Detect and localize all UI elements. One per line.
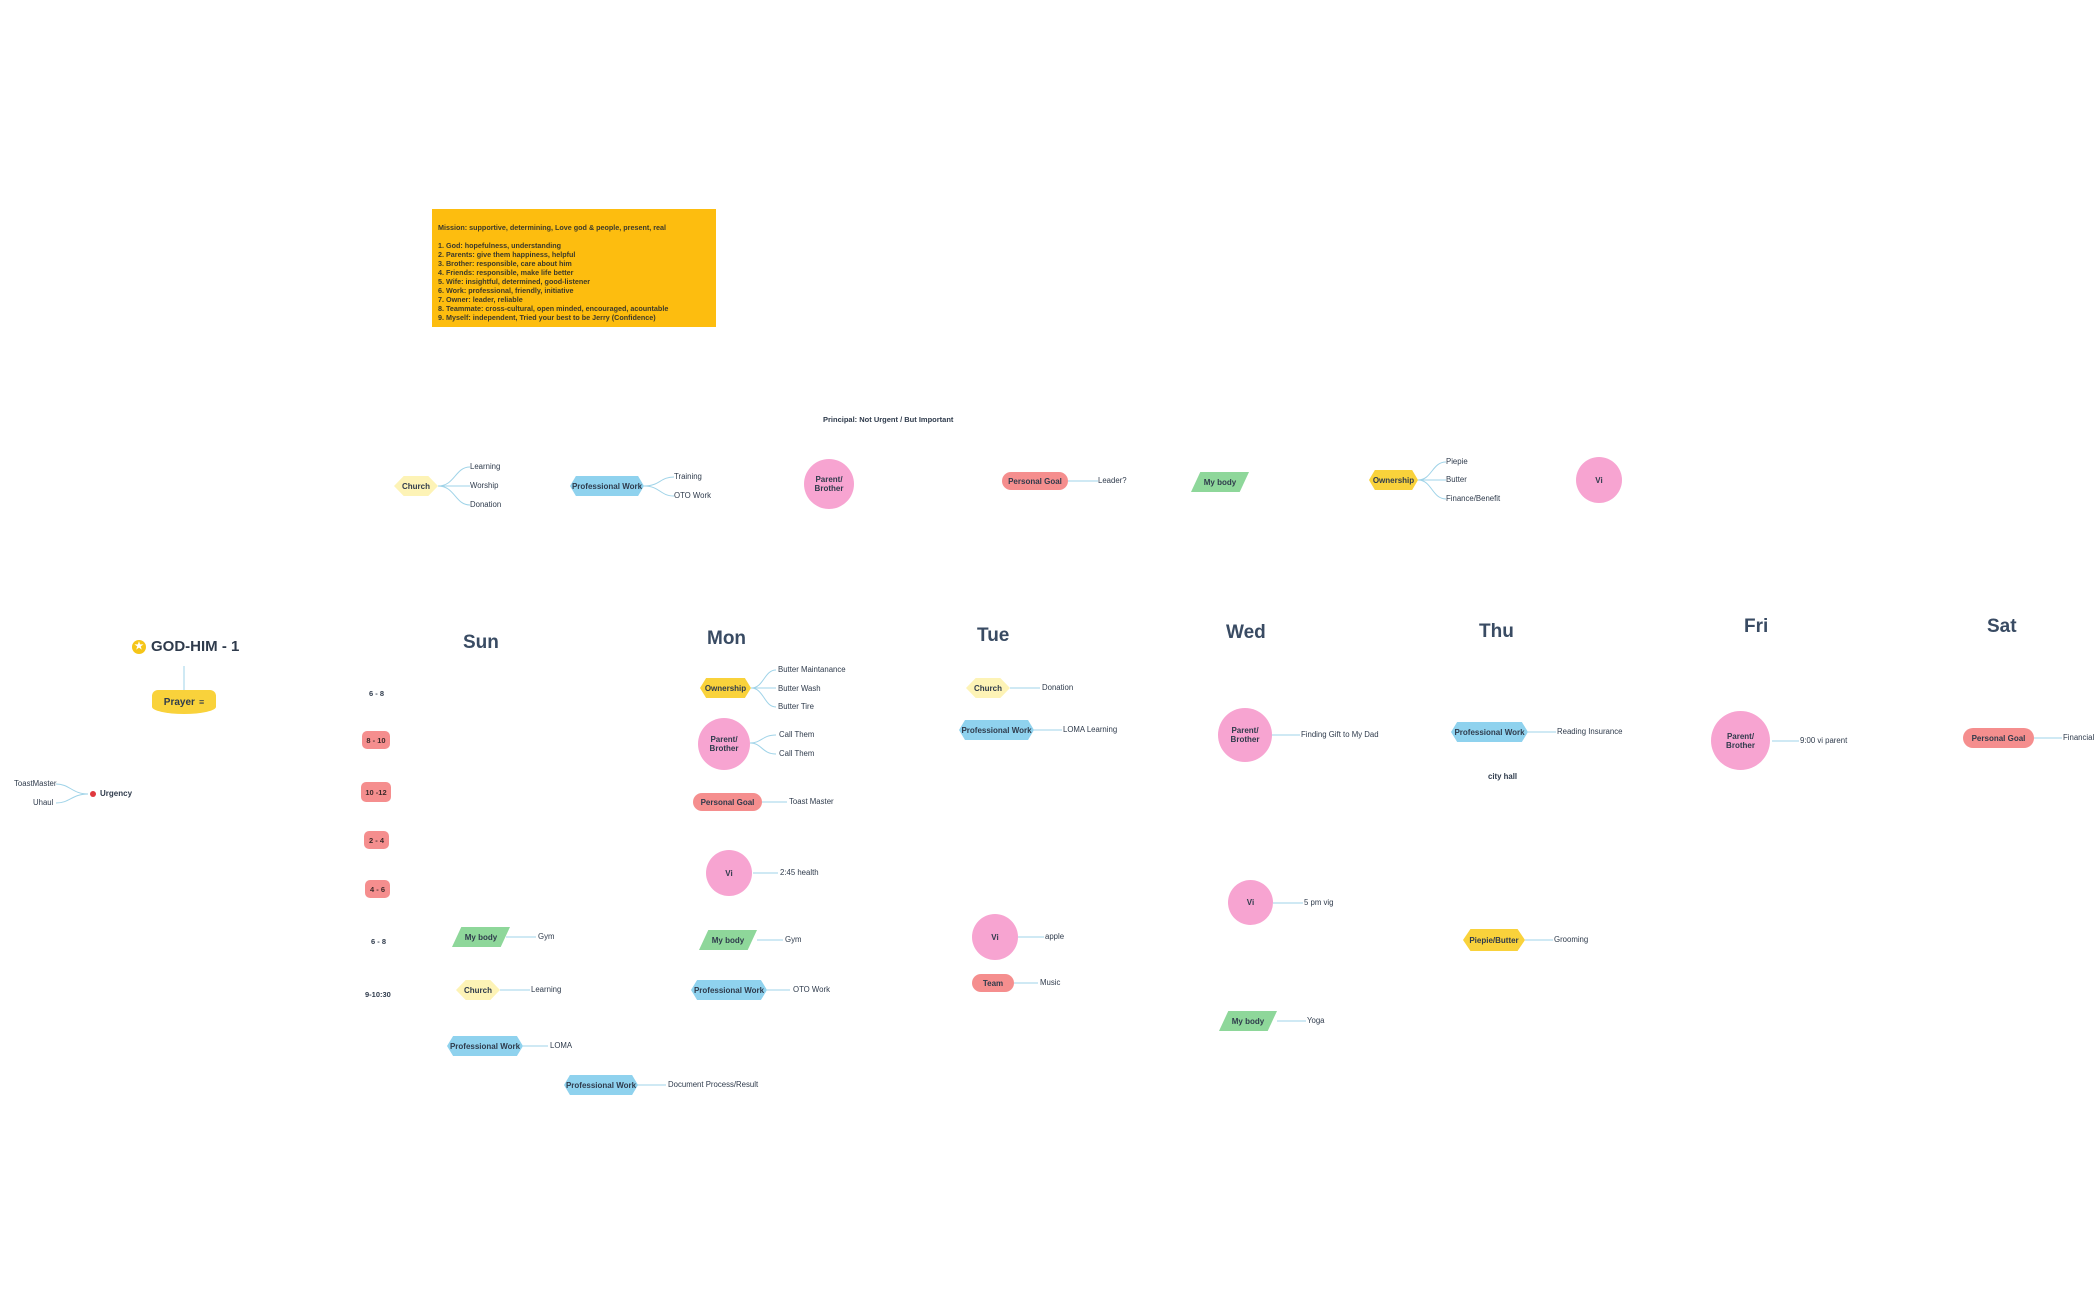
- mon-professional-work-node[interactable]: Professional Work: [691, 980, 767, 1000]
- sun-my-body-node[interactable]: My body: [452, 927, 510, 947]
- mon-vi-node[interactable]: Vi: [706, 850, 752, 896]
- tue-vi-node[interactable]: Vi: [972, 914, 1018, 960]
- sun-church-child[interactable]: Learning: [531, 985, 562, 994]
- day-header-mon[interactable]: Mon: [707, 628, 747, 649]
- principal-church-child[interactable]: Donation: [470, 500, 502, 509]
- notes-icon: ≡: [198, 696, 205, 707]
- mission-sticky-note[interactable]: Mission: supportive, determining, Love g…: [432, 209, 716, 327]
- sat-personal-goal-node[interactable]: Personal Goal: [1963, 728, 2034, 748]
- principal-title[interactable]: Principal: Not Urgent / But Important: [823, 415, 954, 424]
- mon-my-body-child[interactable]: Gym: [785, 935, 802, 944]
- fri-parent-brother-child[interactable]: 9:00 vi parent: [1800, 736, 1848, 745]
- mon-parent-brother-node[interactable]: Parent/ Brother: [698, 718, 750, 770]
- principal-ownership-node[interactable]: Ownership: [1369, 470, 1418, 490]
- mission-item: 6. Work: professional, friendly, initiat…: [438, 286, 574, 295]
- mon-my-body-node[interactable]: My body: [699, 930, 757, 950]
- time-slot[interactable]: 6 - 8: [371, 937, 387, 946]
- thu-professional-work-node[interactable]: Professional Work: [1451, 722, 1528, 742]
- principal-professional-work-child[interactable]: Training: [674, 472, 702, 481]
- principal-professional-work-node[interactable]: Professional Work: [570, 476, 644, 496]
- urgency-dot-icon: [90, 791, 96, 797]
- mon-parent-brother-child[interactable]: Call Them: [779, 730, 815, 739]
- urgency-child[interactable]: ToastMaster: [14, 779, 57, 788]
- urgency-node[interactable]: Urgency: [100, 789, 133, 798]
- sun-professional-work-child[interactable]: LOMA: [550, 1041, 573, 1050]
- principal-parent-brother-node[interactable]: Parent/ Brother: [804, 459, 854, 509]
- sun-my-body-child[interactable]: Gym: [538, 932, 555, 941]
- principal-church-child[interactable]: Worship: [470, 481, 499, 490]
- mon-ownership-node[interactable]: Ownership: [700, 678, 751, 698]
- star-icon: ★: [132, 639, 146, 654]
- wed-vi-node[interactable]: Vi: [1228, 880, 1273, 925]
- mission-item: 4. Friends: responsible, make life bette…: [438, 268, 574, 277]
- principal-personal-goal-child[interactable]: Leader?: [1098, 476, 1127, 485]
- mission-item: 9. Myself: independent, Tried your best …: [438, 313, 656, 322]
- tue-church-child[interactable]: Donation: [1042, 683, 1074, 692]
- sat-personal-goal-child[interactable]: Financial: [2063, 733, 2095, 742]
- mon-ownership-child[interactable]: Butter Tire: [778, 702, 814, 711]
- mission-item: 7. Owner: leader, reliable: [438, 295, 523, 304]
- principal-my-body-node[interactable]: My body: [1191, 472, 1249, 492]
- day-header-sun[interactable]: Sun: [463, 632, 499, 653]
- tue-professional-work-child[interactable]: LOMA Learning: [1063, 725, 1118, 734]
- mission-item: 1. God: hopefulness, understanding: [438, 241, 561, 250]
- fri-parent-brother-node[interactable]: Parent/ Brother: [1711, 711, 1770, 770]
- tue-team-node[interactable]: Team: [972, 974, 1014, 992]
- time-slot[interactable]: 2 - 4: [364, 831, 389, 849]
- wed-parent-brother-node[interactable]: Parent/ Brother: [1218, 708, 1272, 762]
- day-header-sat[interactable]: Sat: [1987, 616, 2017, 637]
- day-header-thu[interactable]: Thu: [1479, 621, 1514, 642]
- day-header-wed[interactable]: Wed: [1226, 622, 1266, 643]
- mon-professional-work-child[interactable]: OTO Work: [793, 985, 830, 994]
- thu-city-hall[interactable]: city hall: [1488, 772, 1518, 781]
- thu-piepie-butter-node[interactable]: Piepie/Butter: [1463, 929, 1525, 951]
- principal-vi-node[interactable]: Vi: [1576, 457, 1622, 503]
- time-slot[interactable]: 10 -12: [361, 782, 391, 802]
- tue-team-child[interactable]: Music: [1040, 978, 1061, 987]
- mon-personal-goal-node[interactable]: Personal Goal: [693, 793, 762, 811]
- root-topic[interactable]: ★ GOD-HIM - 1: [132, 638, 239, 655]
- mission-heading: Mission: supportive, determining, Love g…: [438, 223, 667, 232]
- mon-ownership-child[interactable]: Butter Maintanance: [778, 665, 846, 674]
- sun-church-node[interactable]: Church: [456, 980, 500, 1000]
- urgency-child[interactable]: Uhaul: [33, 798, 54, 807]
- wed-my-body-node[interactable]: My body: [1219, 1011, 1277, 1031]
- principal-ownership-child[interactable]: Butter: [1446, 475, 1467, 484]
- sun-professional-work-child[interactable]: Document Process/Result: [668, 1080, 759, 1089]
- principal-professional-work-child[interactable]: OTO Work: [674, 491, 711, 500]
- time-slot[interactable]: 8 - 10: [362, 731, 390, 749]
- principal-ownership-child[interactable]: Piepie: [1446, 457, 1468, 466]
- mission-item: 5. Wife: insightful, determined, good-li…: [438, 277, 591, 286]
- wed-vi-child[interactable]: 5 pm vig: [1304, 898, 1334, 907]
- tue-professional-work-node[interactable]: Professional Work: [959, 720, 1034, 740]
- principal-church-node[interactable]: Church: [394, 476, 438, 496]
- tue-vi-child[interactable]: apple: [1045, 932, 1065, 941]
- mon-ownership-child[interactable]: Butter Wash: [778, 684, 821, 693]
- mon-parent-brother-child[interactable]: Call Them: [779, 749, 815, 758]
- mission-item: 3. Brother: responsible, care about him: [438, 259, 572, 268]
- wed-parent-brother-child[interactable]: Finding Gift to My Dad: [1301, 730, 1379, 739]
- thu-professional-work-child[interactable]: Reading Insurance: [1557, 727, 1623, 736]
- thu-piepie-butter-child[interactable]: Grooming: [1554, 935, 1589, 944]
- wed-my-body-child[interactable]: Yoga: [1307, 1016, 1325, 1025]
- time-slot[interactable]: 4 - 6: [365, 880, 390, 898]
- mon-personal-goal-child[interactable]: Toast Master: [789, 797, 834, 806]
- sun-professional-work-node[interactable]: Professional Work: [447, 1036, 523, 1056]
- tue-church-node[interactable]: Church: [966, 678, 1010, 698]
- time-slot[interactable]: 9-10:30: [365, 990, 391, 999]
- mission-item: 8. Teammate: cross-cultural, open minded…: [438, 304, 669, 313]
- prayer-node[interactable]: Prayer ≡: [152, 690, 216, 714]
- time-slot[interactable]: 6 - 8: [369, 689, 385, 698]
- mission-item: 2. Parents: give them happiness, helpful: [438, 250, 576, 259]
- sun-professional-work-node[interactable]: Professional Work: [564, 1075, 638, 1095]
- principal-ownership-child[interactable]: Finance/Benefit: [1446, 494, 1501, 503]
- day-header-fri[interactable]: Fri: [1744, 616, 1769, 637]
- principal-personal-goal-node[interactable]: Personal Goal: [1002, 472, 1068, 490]
- day-header-tue[interactable]: Tue: [977, 625, 1010, 646]
- mon-vi-child[interactable]: 2:45 health: [780, 868, 819, 877]
- principal-church-child[interactable]: Learning: [470, 462, 501, 471]
- root-title: GOD-HIM - 1: [151, 638, 240, 655]
